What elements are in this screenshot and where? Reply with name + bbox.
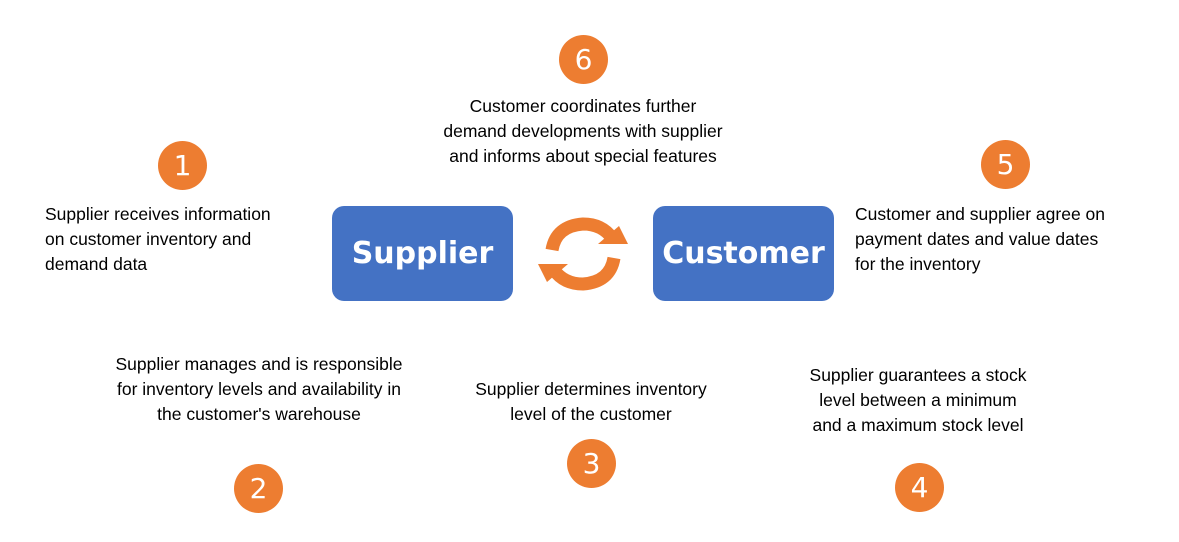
step-3-badge: 3 — [567, 439, 616, 488]
step-2-text: Supplier manages and is responsible for … — [80, 352, 438, 427]
step-6-line-1: Customer coordinates further — [469, 96, 697, 116]
step-5-line-1: Customer and supplier agree on — [855, 204, 1106, 224]
step-1-line-2: on customer inventory and — [45, 229, 252, 249]
step-6-text: Customer coordinates further demand deve… — [403, 94, 763, 169]
step-2-line-3: the customer's warehouse — [157, 404, 361, 424]
step-4-line-3: and a maximum stock level — [812, 415, 1024, 435]
step-1-badge: 1 — [158, 141, 207, 190]
customer-box: Customer — [653, 206, 834, 301]
step-2-line-1: Supplier manages and is responsible — [115, 354, 403, 374]
step-1-text: Supplier receives information on custome… — [45, 202, 325, 277]
step-3-line-1: Supplier determines inventory — [475, 379, 707, 399]
step-4-badge: 4 — [895, 463, 944, 512]
step-4-line-2: level between a minimum — [819, 390, 1017, 410]
step-2-badge: 2 — [234, 464, 283, 513]
refresh-arrows-icon — [538, 217, 628, 291]
step-3-line-2: level of the customer — [510, 404, 672, 424]
step-3-text: Supplier determines inventory level of t… — [436, 377, 746, 427]
step-2-line-2: for inventory levels and availability in — [116, 379, 402, 399]
step-6-line-3: and informs about special features — [449, 146, 717, 166]
step-1-line-1: Supplier receives information — [45, 204, 271, 224]
step-4-line-1: Supplier guarantees a stock — [809, 365, 1027, 385]
step-5-line-2: payment dates and value dates — [855, 229, 1099, 249]
supplier-box: Supplier — [332, 206, 513, 301]
step-5-line-3: for the inventory — [855, 254, 981, 274]
step-6-line-2: demand developments with supplier — [443, 121, 723, 141]
step-5-badge: 5 — [981, 140, 1030, 189]
step-1-line-3: demand data — [45, 254, 148, 274]
step-6-badge: 6 — [559, 35, 608, 84]
step-5-text: Customer and supplier agree on payment d… — [855, 202, 1155, 277]
step-4-text: Supplier guarantees a stock level betwee… — [768, 363, 1068, 438]
